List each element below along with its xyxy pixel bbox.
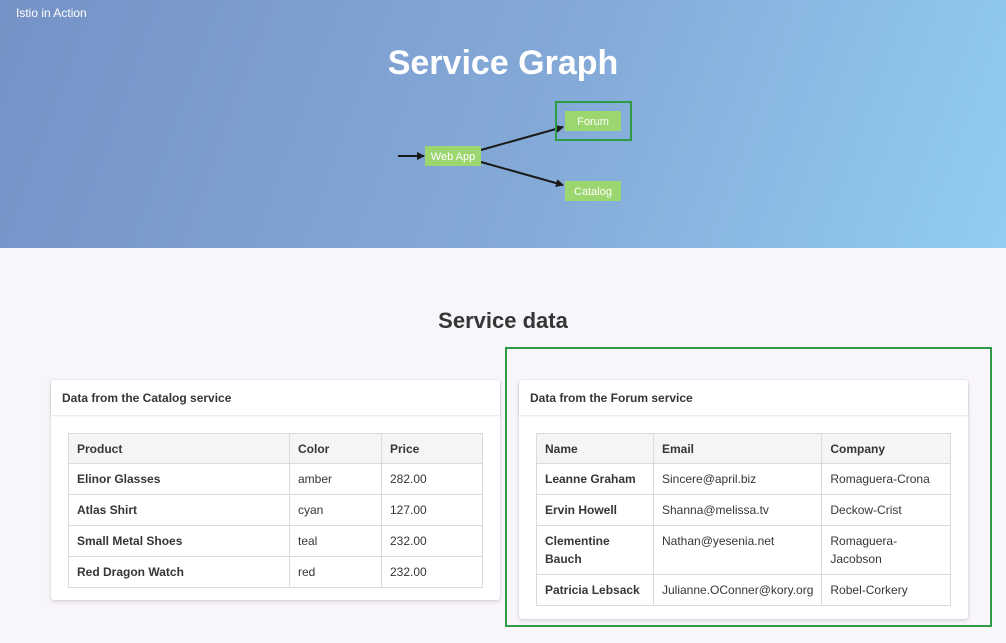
- email-cell: Nathan@yesenia.net: [652, 525, 823, 575]
- brand-title[interactable]: Istio in Action: [16, 6, 87, 20]
- product-cell: Atlas Shirt: [68, 494, 290, 526]
- price-cell: 232.00: [381, 525, 483, 557]
- svg-text:Catalog: Catalog: [574, 186, 612, 198]
- edge-webapp-catalog: [480, 161, 564, 187]
- table-header-row: Product Color Price: [68, 433, 483, 464]
- hero-banner: Istio in Action Service Graph Web App Fo…: [0, 0, 1006, 248]
- table-row: Patricia Lebsack Julianne.OConner@kory.o…: [536, 574, 951, 606]
- company-cell: Romaguera-Jacobson: [821, 525, 951, 575]
- catalog-card-header: Data from the Catalog service: [51, 380, 500, 415]
- catalog-table: Product Color Price Elinor Glasses amber…: [68, 433, 483, 588]
- page-title: Service Graph: [387, 44, 619, 82]
- forum-table: Name Email Company Leanne Graham Sincere…: [536, 433, 951, 606]
- name-cell: Leanne Graham: [536, 463, 654, 495]
- table-row: Atlas Shirt cyan 127.00: [68, 494, 483, 526]
- edge-webapp-forum: [480, 125, 564, 151]
- company-cell: Robel-Corkery: [821, 574, 951, 606]
- product-cell: Elinor Glasses: [68, 463, 290, 495]
- table-row: Clementine Bauch Nathan@yesenia.net Roma…: [536, 525, 951, 575]
- company-cell: Romaguera-Crona: [821, 463, 951, 495]
- forum-card-header: Data from the Forum service: [519, 380, 968, 415]
- name-cell: Patricia Lebsack: [536, 574, 654, 606]
- name-cell: Clementine Bauch: [536, 525, 654, 575]
- forum-node-highlight: [555, 101, 632, 141]
- node-webapp[interactable]: Web App: [425, 146, 481, 166]
- column-header-email: Email: [652, 433, 823, 464]
- color-cell: amber: [289, 463, 382, 495]
- column-header-color: Color: [289, 433, 382, 464]
- svg-text:Forum: Forum: [577, 116, 609, 128]
- product-cell: Small Metal Shoes: [68, 525, 290, 557]
- email-cell: Shanna@melissa.tv: [652, 494, 823, 526]
- forum-section-highlight: [505, 347, 992, 627]
- column-header-price: Price: [381, 433, 483, 464]
- price-cell: 232.00: [381, 556, 483, 588]
- catalog-card: Data from the Catalog service Product Co…: [51, 380, 500, 600]
- table-header-row: Name Email Company: [536, 433, 951, 464]
- price-cell: 282.00: [381, 463, 483, 495]
- section-title: Service data: [438, 308, 568, 333]
- color-cell: cyan: [289, 494, 382, 526]
- email-cell: Julianne.OConner@kory.org: [652, 574, 823, 606]
- svg-text:Web App: Web App: [431, 151, 475, 163]
- column-header-product: Product: [68, 433, 290, 464]
- column-header-company: Company: [821, 433, 951, 464]
- product-cell: Red Dragon Watch: [68, 556, 290, 588]
- node-forum[interactable]: Forum: [565, 111, 621, 131]
- table-row: Small Metal Shoes teal 232.00: [68, 525, 483, 557]
- table-row: Red Dragon Watch red 232.00: [68, 556, 483, 588]
- color-cell: red: [289, 556, 382, 588]
- price-cell: 127.00: [381, 494, 483, 526]
- forum-card: Data from the Forum service Name Email C…: [519, 380, 968, 619]
- node-catalog[interactable]: Catalog: [565, 181, 621, 201]
- name-cell: Ervin Howell: [536, 494, 654, 526]
- service-graph: Web App Forum Catalog: [398, 101, 632, 201]
- column-header-name: Name: [536, 433, 654, 464]
- color-cell: teal: [289, 525, 382, 557]
- table-row: Elinor Glasses amber 282.00: [68, 463, 483, 495]
